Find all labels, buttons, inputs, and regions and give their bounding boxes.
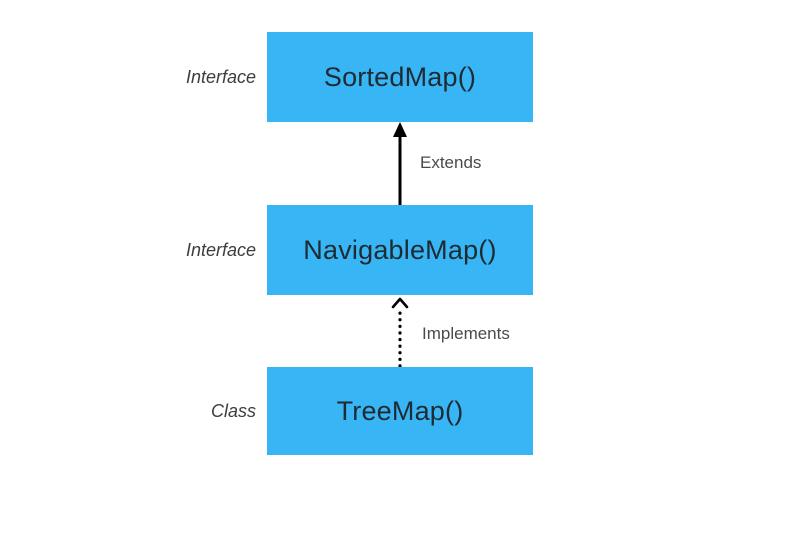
extends-arrowhead-icon [393,122,407,137]
extends-arrow [393,122,407,205]
node-sortedmap: SortedMap() [267,32,533,122]
implements-edge-label: Implements [422,324,510,343]
node-navigablemap-label: NavigableMap() [303,234,497,265]
node-treemap: TreeMap() [267,367,533,455]
implements-arrow [391,297,409,367]
node-navigablemap: NavigableMap() [267,205,533,295]
node-treemap-label: TreeMap() [336,395,464,426]
stereotype-label-interface-navigablemap: Interface [185,240,256,260]
stereotype-label-class-treemap: Class [210,401,256,421]
node-sortedmap-label: SortedMap() [323,61,477,92]
stereotype-label-interface-sortedmap: Interface [185,67,256,87]
implements-arrowhead-icon [391,297,409,309]
extends-edge-label: Extends [420,153,482,172]
